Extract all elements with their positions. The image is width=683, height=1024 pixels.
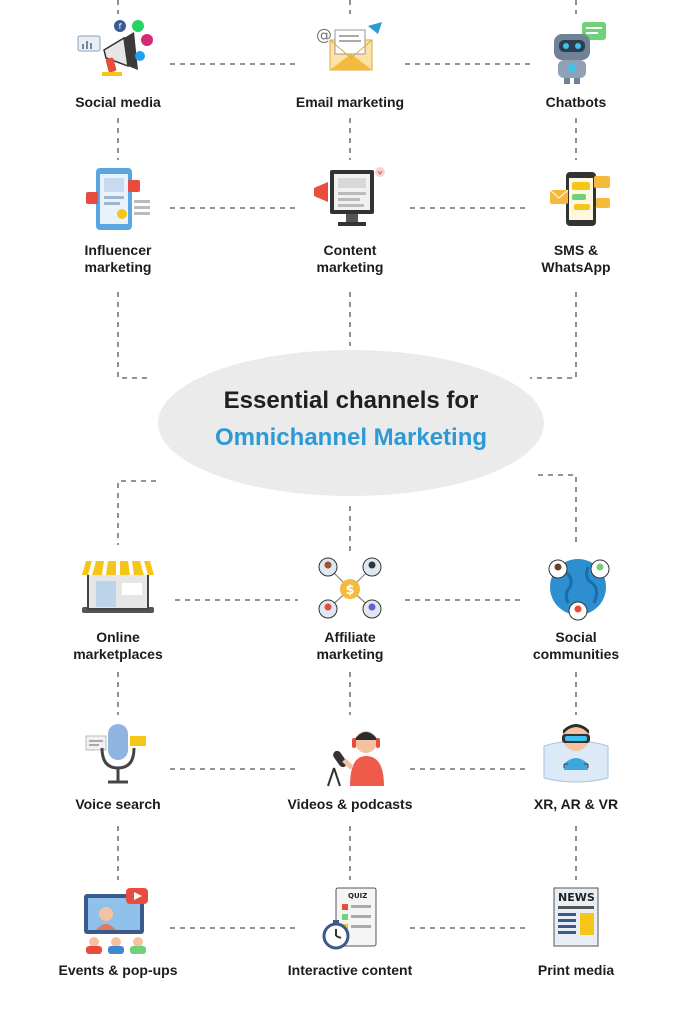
channel-label: Social media [75,94,161,110]
quiz-icon: QUIZ [322,887,377,950]
globe-community-icon [548,559,610,621]
channel-label: Influencer marketing [84,242,152,275]
newspaper-icon: NEWS [553,887,599,947]
channel-label: Print media [537,962,615,978]
channel-label: Content marketing [316,242,384,275]
svg-text:NEWS: NEWS [558,891,595,904]
svg-text:$: $ [345,583,354,598]
channel-label: Online marketplaces [73,629,163,662]
svg-text:@: @ [316,25,332,44]
channel-label: Interactive content [287,962,413,978]
channel-social-media: f Social media [38,18,198,111]
video-event-icon [84,888,148,954]
microphone-icon [85,724,146,784]
storefront-icon [82,560,154,613]
megaphone-social-icon: f [77,20,153,76]
channel-print-media: NEWS Print media [496,886,656,979]
channel-influencer-marketing: Influencer marketing [38,166,198,276]
channel-videos-podcasts: Videos & podcasts [270,720,430,813]
channel-label: Chatbots [545,94,607,110]
channel-label: SMS & WhatsApp [541,242,611,275]
channel-label: Social communities [532,629,620,662]
channel-label: Email marketing [295,94,405,110]
vr-headset-icon [543,724,609,783]
channel-social-communities: Social communities [496,553,656,663]
channel-affiliate-marketing: $ Affiliate marketing [270,553,430,663]
channel-content-marketing: Content marketing [270,166,430,276]
robot-icon [554,22,606,84]
influencer-phone-icon [86,168,150,230]
channel-label: Affiliate marketing [316,629,384,662]
content-monitor-icon [314,167,385,226]
center-title-bubble: Essential channels for Omnichannel Marke… [158,350,544,496]
channel-online-marketplaces: Online marketplaces [38,553,198,663]
center-title-line2: Omnichannel Marketing [214,424,488,451]
affiliate-network-icon: $ [318,557,382,619]
svg-text:f: f [119,22,122,31]
sms-phone-icon [549,172,610,226]
channel-sms-whatsapp: SMS & WhatsApp [496,166,656,276]
envelope-icon: @ [316,22,382,71]
channel-label: Events & pop-ups [58,962,178,978]
channel-label: Videos & podcasts [287,796,413,812]
podcast-icon [327,731,384,787]
center-title-line1: Essential channels for [223,387,479,414]
channel-email-marketing: @ Email marketing [270,18,430,111]
svg-text:QUIZ: QUIZ [348,892,367,900]
channel-label: XR, AR & VR [533,796,619,812]
channel-voice-search: Voice search [38,720,198,813]
channel-chatbots: Chatbots [496,18,656,111]
channel-label: Voice search [75,796,161,812]
channel-interactive-content: QUIZ Interactive content [270,886,430,979]
channel-xr-ar-vr: XR, AR & VR [496,720,656,813]
channel-events-popups: Events & pop-ups [38,886,198,979]
